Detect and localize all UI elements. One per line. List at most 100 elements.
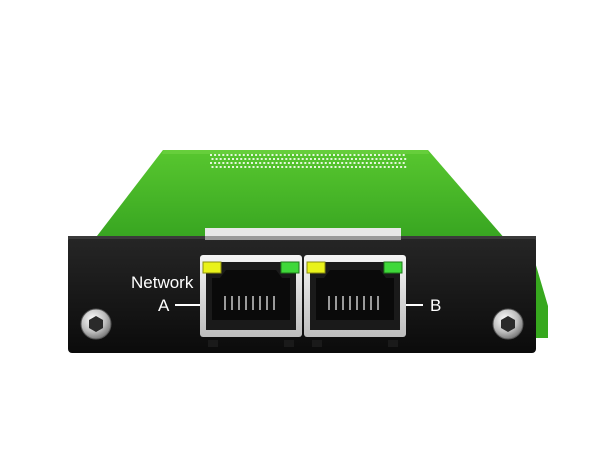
header-pin [251,162,253,164]
header-pin [334,166,337,168]
header-pin [378,162,381,164]
header-pin [256,166,259,168]
header-pin [314,166,316,168]
header-pin [215,166,218,168]
header-pin [236,166,239,168]
header-pin [300,154,303,156]
header-pin [365,154,368,156]
header-pin [396,166,398,168]
header-pin [382,162,385,164]
header-pin [342,158,345,160]
header-pin [330,166,333,168]
header-pin [285,166,288,168]
ethernet-port-a[interactable] [200,255,302,347]
header-pin [342,166,345,168]
header-pin [271,154,274,156]
header-pin [289,158,292,160]
header-pin [264,158,267,160]
header-pin [222,162,225,164]
port-a-link-led [280,261,300,274]
header-pin [296,154,299,156]
header-pin [297,166,300,168]
header-pin [338,158,341,160]
port-a-contacts [224,296,275,310]
header-pin [246,154,249,156]
header-pin [316,162,319,164]
header-pin [267,154,270,156]
header-pin [404,166,407,168]
header-pin [379,158,382,160]
header-pin [277,166,280,168]
rj45-contact [273,296,275,310]
header-pin [304,154,307,156]
header-pin [244,158,247,160]
header-pin [230,162,233,164]
header-pin [346,158,349,160]
header-pin [219,166,222,168]
header-pin [238,162,241,164]
header-pin [244,166,247,168]
header-pin [375,158,378,160]
port-b-contacts [328,296,379,310]
header-pin [285,158,288,160]
header-pin [292,162,294,164]
header-pin [387,158,390,160]
port-a-activity-led [202,261,222,274]
header-pin [300,162,303,164]
header-pin [379,166,382,168]
header-pin [226,154,229,156]
header-pin [375,166,378,168]
header-pin [398,154,401,156]
port-a-label: A [158,296,170,315]
port-b-link-led [383,261,403,274]
header-pin [234,154,237,156]
header-pin [374,154,376,156]
header-pin [293,166,296,168]
header-pin [230,154,233,156]
network-label: Network [131,273,194,292]
header-pin [296,162,299,164]
header-pin [353,154,356,156]
header-pin [293,158,296,160]
header-pin [382,154,385,156]
header-pin [260,158,263,160]
header-pin [252,158,255,160]
header-pin [390,162,393,164]
header-pin [242,162,245,164]
header-pin [281,166,284,168]
header-pin [357,154,360,156]
header-pin [287,162,290,164]
header-pin [222,154,225,156]
header-pin [301,158,304,160]
header-pin [350,166,353,168]
header-pin [289,166,292,168]
header-pin [391,166,394,168]
thumbscrew-icon[interactable] [492,308,524,340]
header-pin [226,162,229,164]
header-pin [312,154,315,156]
header-pin [394,162,397,164]
header-pin [383,166,386,168]
header-pin [240,158,243,160]
header-pin [322,166,325,168]
header-pin [353,162,356,164]
header-pin [330,158,333,160]
header-pin [369,162,372,164]
header-pin [391,158,394,160]
header-pin [210,162,212,164]
header-pin [367,166,370,168]
header-pin [255,154,258,156]
header-pin [326,166,329,168]
rj45-contact [224,296,226,310]
header-pin [268,158,271,160]
header-pin [312,162,315,164]
header-pin [314,158,316,160]
thumbscrew-icon[interactable] [80,308,112,340]
header-pin [215,158,218,160]
ethernet-port-b[interactable] [304,255,406,347]
header-pin [350,158,353,160]
header-pin [341,162,344,164]
header-pin [320,162,323,164]
header-pin [308,162,311,164]
header-pin [277,158,280,160]
